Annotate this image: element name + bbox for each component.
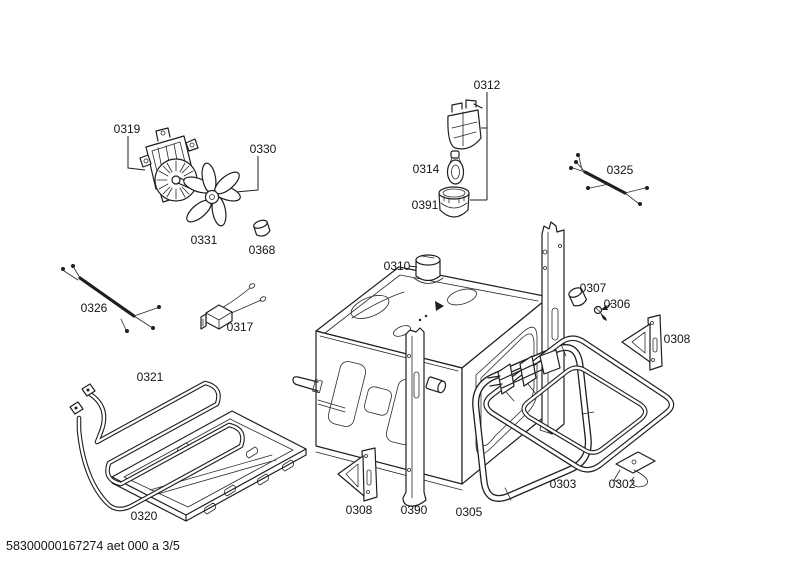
part-label-0308-left: 0308 [346,503,373,517]
part-label-0317: 0317 [227,320,254,334]
screw-drawing [593,302,613,321]
cavity-knob [425,376,447,394]
part-label-0391: 0391 [412,198,439,212]
part-label-0312: 0312 [474,78,501,92]
harness-right-drawing [569,153,649,206]
part-label-0305: 0305 [456,505,483,519]
front-post-drawing [402,327,427,507]
spacer-drawing [568,287,588,307]
lamp-socket-cylinder [413,254,444,284]
fastener-cap-drawing [253,219,271,237]
lower-element-drawing [69,380,245,512]
part-label-0310: 0310 [384,259,411,273]
lamp-bulb [446,150,465,185]
fan-motor-drawing [127,127,205,203]
cavity-handle [292,376,323,394]
part-label-0308-right: 0308 [664,332,691,346]
fixing-clip-drawing [613,451,656,488]
part-label-0326: 0326 [81,301,108,315]
part-label-0302: 0302 [609,477,636,491]
fan-impeller-drawing [183,156,259,227]
part-label-0331: 0331 [191,233,218,247]
part-label-0306: 0306 [604,297,631,311]
part-label-0321: 0321 [137,370,164,384]
limiter-drawing [200,283,267,330]
bracket-left-drawing [337,447,378,502]
harness-left-drawing [61,264,161,333]
lamp-assembly-drawing [438,92,488,218]
part-label-0330: 0330 [250,142,277,156]
leader-0310 [408,265,418,268]
part-label-0325: 0325 [607,163,634,177]
lamp-glass [438,186,470,218]
lamp-housing [447,99,483,150]
element-terminals [69,383,96,415]
grill-element-drawing [483,335,675,488]
part-label-0368: 0368 [249,243,276,257]
document-number: 58300000167274 aet 000 a 3/5 [6,539,180,553]
part-label-0320: 0320 [131,509,158,523]
bracket-right-drawing [621,314,663,371]
part-label-0390: 0390 [401,503,428,517]
rear-frame-post [539,221,565,435]
part-label-0303: 0303 [550,477,577,491]
grill-terminal-block [487,349,561,402]
insert-arrow-icon [435,301,444,311]
part-label-0319: 0319 [114,122,141,136]
part-label-0314: 0314 [413,162,440,176]
part-label-0307: 0307 [580,281,607,295]
oven-cavity-drawing [292,254,550,491]
